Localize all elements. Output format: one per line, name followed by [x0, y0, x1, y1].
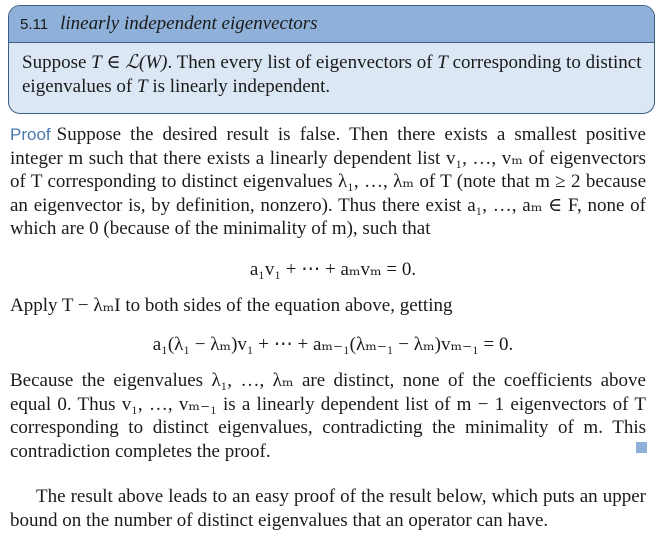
theorem-header: 5.11 linearly independent eigenvectors	[9, 6, 654, 43]
proof-paragraph-3: Because the eigenvalues λ₁, …, λₘ are di…	[10, 370, 646, 462]
theorem-math: T	[91, 52, 102, 73]
proof-label: Proof	[10, 125, 51, 144]
theorem-math: T	[437, 52, 448, 73]
theorem-statement: Suppose T ∈ ℒ(W). Then every list of eig…	[9, 43, 654, 99]
theorem-math: T	[137, 76, 148, 97]
theorem-box: 5.11 linearly independent eigenvectors S…	[8, 5, 655, 114]
theorem-text: ∈	[101, 52, 126, 73]
qed-square-icon	[636, 442, 647, 453]
theorem-text: Suppose	[22, 52, 92, 73]
theorem-number: 5.11	[20, 15, 49, 33]
proof-text-1: Suppose the desired result is false. The…	[10, 124, 646, 240]
closing-paragraph: The result above leads to an easy proof …	[10, 486, 646, 531]
theorem-text: corresponding to distinct eigenvalues of	[22, 52, 642, 97]
theorem-text: . Then every list of eigenvectors of	[167, 52, 438, 73]
theorem-math: ℒ(W)	[125, 52, 168, 73]
equation-2: a₁(λ₁ − λₘ)v₁ + ⋯ + aₘ₋₁(λₘ₋₁ − λₘ)vₘ₋₁ …	[152, 334, 514, 355]
proof-paragraph-2: Apply T − λₘI to both sides of the equat…	[10, 295, 453, 316]
theorem-text: is linearly independent.	[147, 76, 331, 97]
equation-1: a₁v₁ + ⋯ + aₘvₘ = 0.	[249, 259, 417, 280]
theorem-title: linearly independent eigenvectors	[60, 13, 318, 34]
